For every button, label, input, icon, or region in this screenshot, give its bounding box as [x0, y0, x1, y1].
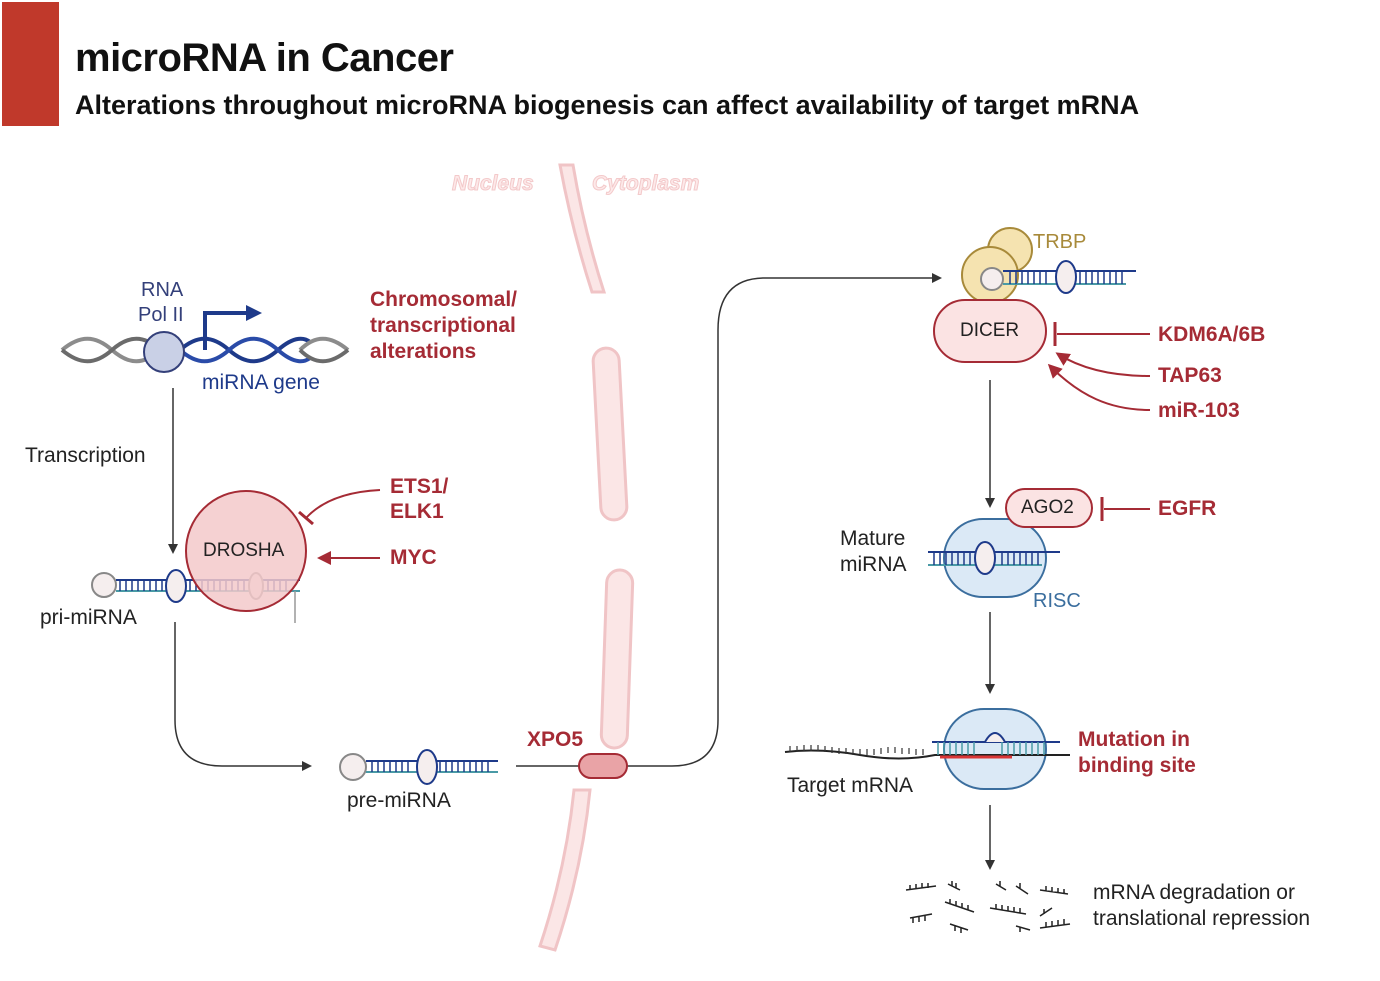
risc-target-complex — [943, 708, 1047, 790]
xpo5-label: XPO5 — [527, 728, 584, 751]
mature-mirna-duplex — [928, 541, 1060, 575]
export-arrow — [516, 273, 942, 767]
tap63-label: TAP63 — [1158, 364, 1222, 387]
mutation-label-line1: Mutation in — [1078, 728, 1190, 751]
tss-arrow — [203, 311, 248, 350]
target-mrna-label: Target mRNA — [787, 774, 914, 797]
ago2-protein — [1005, 488, 1093, 528]
degradation-label-line2: translational repression — [1093, 907, 1311, 930]
ets1-inhibit-line — [305, 489, 381, 519]
mature-mirna-label-line2: miRNA — [840, 553, 907, 576]
mature-mirna-label-line1: Mature — [840, 527, 906, 550]
risc-label: RISC — [1033, 590, 1081, 612]
mutation-label-line2: binding site — [1078, 754, 1196, 777]
xpo5-pore — [578, 753, 628, 779]
tap63-activation-arrow — [1055, 352, 1151, 377]
drosha-label: DROSHA — [203, 540, 285, 561]
ago2-label: AGO2 — [1021, 497, 1074, 518]
page-subtitle: Alterations throughout microRNA biogenes… — [75, 90, 1140, 120]
nuclear-membrane — [538, 163, 635, 952]
nucleus-label: Nucleus — [452, 172, 535, 196]
kdm6a-label: KDM6A/6B — [1158, 323, 1266, 346]
drosha-complex — [185, 490, 307, 612]
target-mrna-strand — [784, 732, 1070, 760]
rna-pol-ii — [143, 331, 185, 373]
tss-arrowhead — [246, 305, 262, 321]
cytoplasm-label: Cytoplasm — [591, 172, 700, 196]
chromosomal-label-line3: alterations — [370, 340, 477, 363]
mir103-label: miR-103 — [1158, 399, 1240, 422]
mirna-gene-label: miRNA gene — [202, 371, 320, 394]
trbp-label: TRBP — [1033, 231, 1087, 253]
dicer-enzyme — [933, 299, 1047, 363]
myc-label: MYC — [390, 546, 437, 569]
mir103-activation-arrow — [1047, 363, 1151, 411]
pre-mirna-label: pre-miRNA — [347, 789, 451, 812]
rna-pol-label-line2: Pol II — [138, 304, 184, 326]
title-accent-bar — [2, 2, 59, 126]
ets1-label-line2: ELK1 — [390, 500, 444, 523]
mrna-fragments — [905, 881, 1071, 933]
dicer-label: DICER — [960, 320, 1020, 341]
degradation-label-line1: mRNA degradation or — [1093, 881, 1295, 904]
chromosomal-label-line1: Chromosomal/ — [370, 288, 518, 311]
ets1-inhibit-bar — [298, 510, 314, 526]
page-title: microRNA in Cancer — [75, 36, 454, 80]
rna-pol-label-line1: RNA — [141, 279, 184, 301]
egfr-label: EGFR — [1158, 497, 1217, 520]
transcription-label: Transcription — [25, 444, 146, 467]
dicer-mirna-duplex — [980, 260, 1136, 294]
ets1-label-line1: ETS1/ — [390, 475, 449, 498]
processing-arrow — [174, 622, 312, 771]
pri-mirna-label: pri-miRNA — [40, 606, 137, 629]
pre-mirna-structure — [339, 749, 498, 785]
chromosomal-label-line2: transcriptional — [370, 314, 516, 337]
